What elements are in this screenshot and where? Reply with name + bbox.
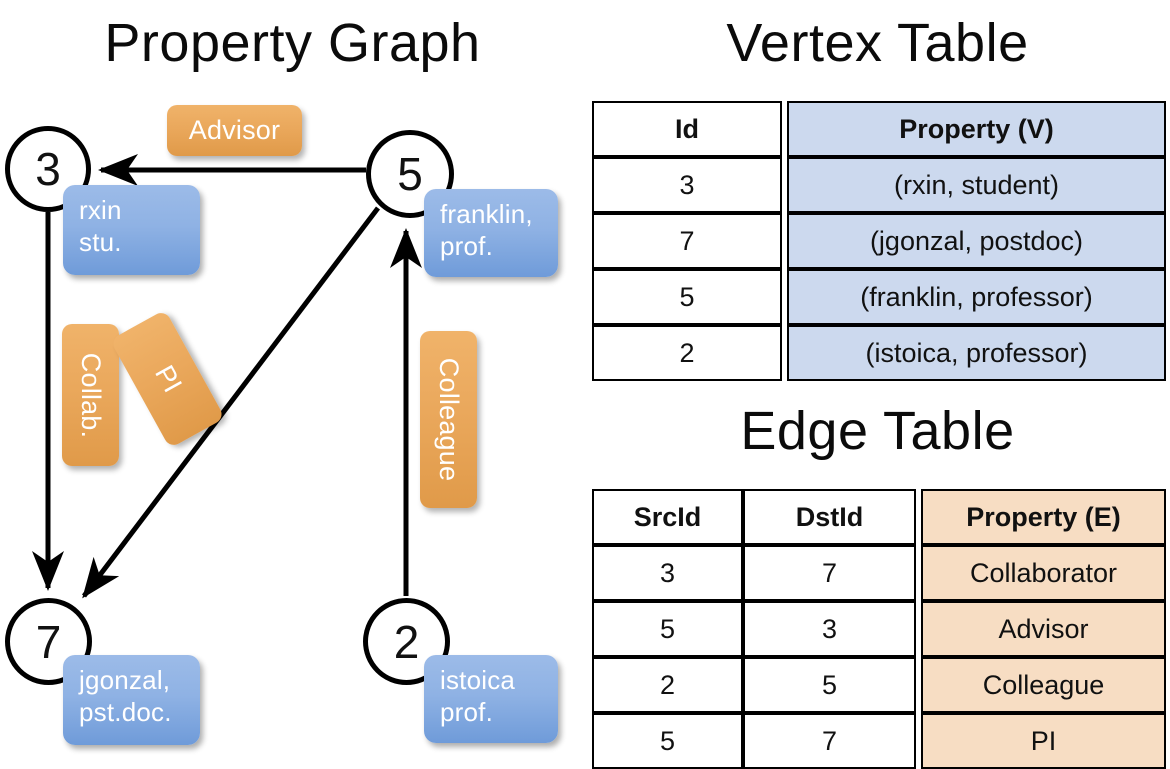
vertex-callout-5-role: prof. xyxy=(440,230,494,261)
vertex-row-0-id: 3 xyxy=(592,157,782,213)
vertex-row-2-id: 5 xyxy=(592,269,782,325)
vertex-table: Id Property (V) 3 (rxin, student) 7 (jgo… xyxy=(592,101,1166,381)
vertex-callout-2: istoica prof. xyxy=(424,655,558,743)
vertex-callout-2-role: prof. xyxy=(440,696,494,727)
vertex-callout-3: rxin stu. xyxy=(63,185,200,275)
page-title-property-graph: Property Graph xyxy=(104,13,481,73)
vertex-table-header-row: Id Property (V) xyxy=(592,101,1166,157)
page-title-vertex-table: Vertex Table xyxy=(726,13,1029,73)
edge-row-1-src: 5 xyxy=(592,601,743,657)
edge-row-2-dst: 5 xyxy=(743,657,916,713)
vertex-callout-7-name: jgonzal, xyxy=(79,665,171,695)
table-row: 3 (rxin, student) xyxy=(592,157,1166,213)
edge-row-0-dst: 7 xyxy=(743,545,916,601)
edge-row-1-dst: 3 xyxy=(743,601,916,657)
edge-table-header-srcid: SrcId xyxy=(592,489,743,545)
table-row: 7 (jgonzal, postdoc) xyxy=(592,213,1166,269)
edge-callout-advisor: Advisor xyxy=(167,105,302,156)
vertex-table-header-property: Property (V) xyxy=(787,101,1166,157)
table-row: 5 3 Advisor xyxy=(592,601,1166,657)
edge-row-1-property: Advisor xyxy=(921,601,1166,657)
graph-node-2[interactable]: 2 xyxy=(363,598,450,685)
edge-callout-pi-label: PI xyxy=(148,360,188,398)
vertex-table-header-id: Id xyxy=(592,101,782,157)
table-row: 5 (franklin, professor) xyxy=(592,269,1166,325)
edge-table: SrcId DstId Property (E) 3 7 Collaborato… xyxy=(592,489,1166,769)
vertex-callout-3-name: rxin xyxy=(79,195,122,225)
edge-row-0-src: 3 xyxy=(592,545,743,601)
edge-5-to-7 xyxy=(82,206,380,599)
vertex-callout-2-name: istoica xyxy=(440,665,516,695)
edge-row-3-property: PI xyxy=(921,713,1166,769)
edge-table-header-dstid: DstId xyxy=(743,489,916,545)
edge-callout-collab-label: Collab. xyxy=(76,352,107,438)
edge-callout-colleague-label: Colleague xyxy=(434,357,464,482)
vertex-callout-5: franklin, prof. xyxy=(424,189,558,277)
vertex-row-3-id: 2 xyxy=(592,325,782,381)
property-graph-diagram: 3 5 7 2 rxin stu. franklin, prof. jgonza… xyxy=(0,0,585,760)
edge-row-0-property: Collaborator xyxy=(921,545,1166,601)
graph-node-5[interactable]: 5 xyxy=(366,130,454,218)
vertex-row-1-property: (jgonzal, postdoc) xyxy=(787,213,1166,269)
edge-row-2-property: Colleague xyxy=(921,657,1166,713)
table-row: 5 7 PI xyxy=(592,713,1166,769)
edge-table-header-property: Property (E) xyxy=(921,489,1166,545)
edge-callout-advisor-label: Advisor xyxy=(188,115,281,145)
table-row: 3 7 Collaborator xyxy=(592,545,1166,601)
vertex-callout-7-role: pst.doc. xyxy=(79,696,172,727)
vertex-callout-5-name: franklin, xyxy=(440,199,533,229)
edge-row-3-src: 5 xyxy=(592,713,743,769)
table-row: 2 (istoica, professor) xyxy=(592,325,1166,381)
vertex-row-3-property: (istoica, professor) xyxy=(787,325,1166,381)
vertex-row-0-property: (rxin, student) xyxy=(787,157,1166,213)
page-title-edge-table: Edge Table xyxy=(740,401,1015,461)
edge-callout-colleague: Colleague xyxy=(420,331,477,508)
vertex-row-1-id: 7 xyxy=(592,213,782,269)
edge-callout-collab: Collab. xyxy=(62,324,119,466)
vertex-callout-7: jgonzal, pst.doc. xyxy=(63,655,200,745)
table-row: 2 5 Colleague xyxy=(592,657,1166,713)
edge-row-2-src: 2 xyxy=(592,657,743,713)
vertex-callout-3-role: stu. xyxy=(79,226,122,257)
graph-edges-svg xyxy=(32,154,422,599)
edge-row-3-dst: 7 xyxy=(743,713,916,769)
edge-table-header-row: SrcId DstId Property (E) xyxy=(592,489,1166,545)
vertex-row-2-property: (franklin, professor) xyxy=(787,269,1166,325)
